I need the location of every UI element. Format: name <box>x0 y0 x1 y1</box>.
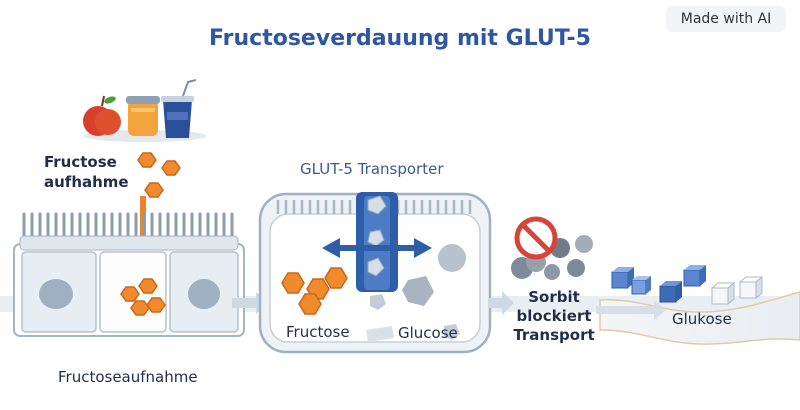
fructose-intake-label: Fructose aufhahme <box>44 152 129 192</box>
sorbit-line3: Transport <box>513 326 595 344</box>
glucose-molecule <box>438 244 466 272</box>
glucose-molecule <box>402 276 434 306</box>
fructose-label: Fructose <box>286 323 350 341</box>
sorbit-line2: blockiert <box>516 307 592 325</box>
glucose-molecule <box>370 294 386 310</box>
glucose-label: Glucose <box>398 324 458 342</box>
fructose-molecule <box>324 267 348 289</box>
fructose-molecule <box>161 160 181 176</box>
fructose-molecule <box>144 182 164 198</box>
glut5-channel <box>356 192 398 292</box>
sorbit-label: Sorbit blockiert Transport <box>510 288 598 345</box>
sorbit-molecules <box>511 235 593 280</box>
fructose-molecule <box>298 293 322 315</box>
glukose-cubes <box>611 265 764 306</box>
fructose-molecule <box>120 286 140 302</box>
fructose-molecule <box>130 300 150 316</box>
fructose-intake-line1: Fructose <box>44 153 117 171</box>
fructose-molecule <box>137 152 157 168</box>
transport-arrows <box>322 238 432 258</box>
transporter-label: GLUT-5 Transporter <box>300 160 444 178</box>
falling-fructose <box>137 152 181 198</box>
fructose-intake-line2: aufhahme <box>44 173 129 191</box>
epithelial-cells <box>13 212 245 337</box>
made-with-ai-badge: Made with AI <box>666 6 786 32</box>
no-symbol-icon <box>514 216 558 260</box>
fructose-molecule <box>138 278 158 294</box>
juice-jar-icon <box>126 96 160 136</box>
cell-nucleus <box>39 279 73 309</box>
fructose-molecule <box>281 272 305 294</box>
food-group <box>83 79 207 142</box>
gut-flow-shape <box>599 291 800 345</box>
fructose-molecule <box>146 297 166 313</box>
flow-arrow-3 <box>596 300 666 320</box>
transporter-cell <box>258 192 492 354</box>
flow-arrow-2 <box>488 291 514 315</box>
sorbit-line1: Sorbit <box>528 288 580 306</box>
cells-caption: Fructoseaufnahme <box>58 368 198 386</box>
glukose-label: Glukose <box>672 310 732 328</box>
page-title: Fructoseverdauung mit GLUT-5 <box>209 26 591 51</box>
glucose-molecule <box>444 324 460 340</box>
soda-cup-icon <box>161 79 197 138</box>
cell-nucleus <box>188 279 220 309</box>
apple-icon <box>83 95 121 136</box>
